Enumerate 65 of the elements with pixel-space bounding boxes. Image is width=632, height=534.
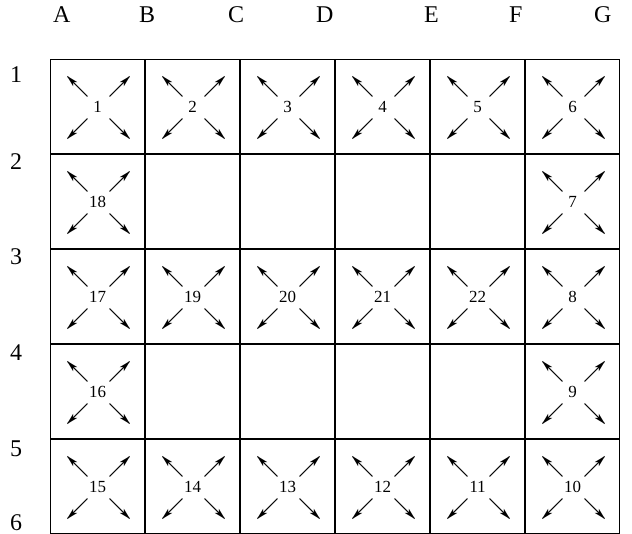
row-label: 2 [10,149,22,175]
cell-number: 15 [89,478,106,496]
grid-cell [525,344,620,439]
grid-cell [50,154,145,249]
grid-cell [430,249,525,344]
row-label: 3 [10,244,22,270]
cell-number: 11 [469,478,486,496]
grid-cell [240,344,335,439]
grid-cell [145,249,240,344]
grid-cell [335,439,430,534]
grid-cell [430,59,525,154]
grid-cell [525,249,620,344]
row-label: 4 [10,340,22,366]
cell-number: 6 [568,98,577,116]
column-label: F [509,2,522,28]
column-label: A [53,2,70,28]
grid-cell [50,439,145,534]
grid-cell [145,154,240,249]
cell-number: 18 [89,192,106,210]
grid-cell [525,154,620,249]
column-label: D [316,2,334,28]
cell-number: 2 [188,98,197,116]
cell-number: 12 [374,478,391,496]
column-label: E [424,2,439,28]
cell-number: 14 [184,478,201,496]
grid-cell [430,154,525,249]
cell-number: 22 [469,288,486,306]
cell-number: 19 [184,288,201,306]
cell-number: 13 [279,478,296,496]
cell-number: 3 [283,98,292,116]
cell-number: 17 [89,288,106,306]
grid-cell [525,59,620,154]
row-label: 5 [10,436,22,462]
grid-cell [50,59,145,154]
grid-cell [335,154,430,249]
grid-cell [50,344,145,439]
cell-number: 5 [473,98,482,116]
cell-number: 20 [279,288,296,306]
grid-cell [240,154,335,249]
grid-cell [335,59,430,154]
row-label: 6 [10,510,22,534]
grid-cell [525,439,620,534]
cell-number: 16 [89,382,106,400]
grid-cell [335,344,430,439]
grid-cell [145,344,240,439]
grid-cell [430,344,525,439]
grid-cell [240,249,335,344]
column-label: G [594,2,612,28]
column-label: C [228,2,244,28]
cell-number: 9 [568,382,577,400]
column-label: B [139,2,156,28]
cell-number: 8 [568,288,577,306]
row-label: 1 [10,62,22,88]
grid-cell [145,59,240,154]
grid-cell [240,439,335,534]
grid-cell [50,249,145,344]
cell-number: 1 [93,98,102,116]
cell-number: 7 [568,192,577,210]
grid-cell [240,59,335,154]
cell-number: 10 [564,478,581,496]
cell-number: 21 [374,288,391,306]
grid-cell [145,439,240,534]
cell-number: 4 [378,98,387,116]
grid-cell [335,249,430,344]
grid-cell [430,439,525,534]
